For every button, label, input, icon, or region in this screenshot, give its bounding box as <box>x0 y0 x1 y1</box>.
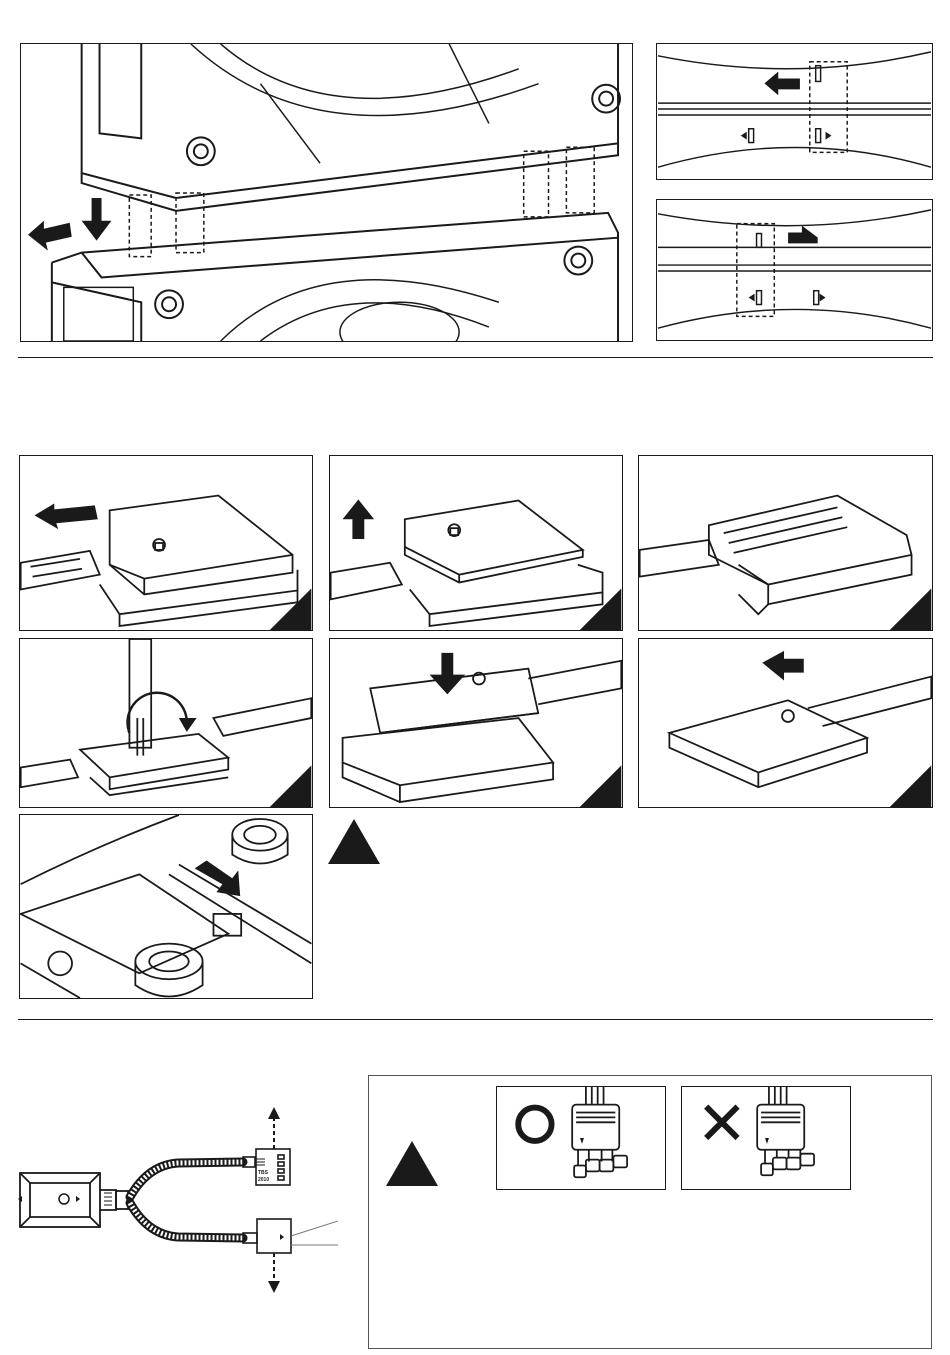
warning-triangle-icon <box>328 819 380 864</box>
section-divider-2 <box>18 1019 933 1020</box>
connector-label-line2: 2010 <box>258 1177 269 1183</box>
fan-assembly-illustration <box>21 44 632 341</box>
fan-assembly-panel <box>20 43 633 342</box>
step-2-panel <box>329 455 623 631</box>
alignment-detail-bottom <box>656 199 933 341</box>
step-3-panel <box>638 455 933 631</box>
arrow-icon <box>826 132 832 140</box>
warning-triangle-icon <box>386 1141 438 1186</box>
arrow-icon <box>820 294 826 302</box>
step-1-panel <box>19 455 313 631</box>
connector-label-line1: TBS <box>258 1170 269 1176</box>
arrow-icon <box>741 132 747 140</box>
corner-mark <box>270 588 312 630</box>
arrow-icon <box>430 653 466 695</box>
correct-mark-icon <box>518 1108 551 1141</box>
arrow-icon <box>343 500 375 540</box>
arrow-down-icon <box>268 1281 280 1293</box>
lock-icon <box>59 1194 69 1204</box>
splitter-cable-diagram: TBS 2010 <box>18 1105 338 1295</box>
cable-routing-panel <box>19 814 313 999</box>
arrow-up-icon <box>268 1107 280 1119</box>
alignment-detail-top <box>656 43 933 180</box>
step-5-panel <box>329 638 623 808</box>
arrow-icon <box>35 503 98 529</box>
correct-orientation-box <box>496 1086 666 1190</box>
wrong-mark-icon <box>706 1107 737 1138</box>
section-divider-1 <box>18 357 933 358</box>
rotate-arrow-icon <box>179 718 197 732</box>
arrow-icon <box>28 198 111 251</box>
step-6-panel <box>638 638 933 808</box>
arrow-icon <box>764 72 799 96</box>
step-4-panel <box>19 638 313 808</box>
arrow-icon <box>749 294 755 302</box>
arrow-icon <box>762 651 804 681</box>
arrow-icon <box>788 226 818 244</box>
incorrect-orientation-box <box>681 1086 851 1190</box>
